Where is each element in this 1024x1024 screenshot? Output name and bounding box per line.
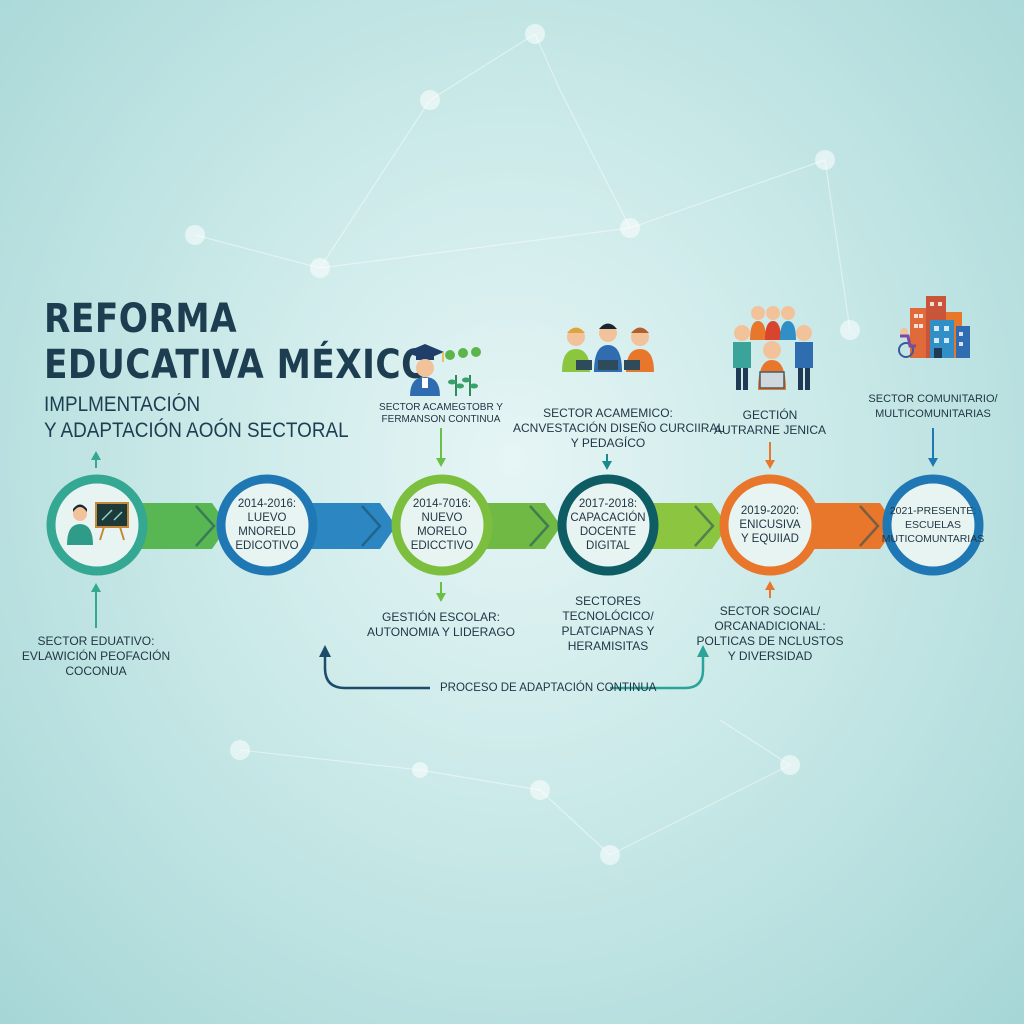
adaptation-loop	[319, 645, 709, 690]
subtitle-line-1: IMPLMENTACIÓN	[44, 393, 201, 416]
node-circle-5	[882, 474, 984, 576]
subtitle-line-2: Y ADAPTACIÓN AOÓN SECTORAL	[44, 419, 349, 442]
node-circle-2	[391, 474, 493, 576]
sector-label-tecnologico: SECTORES TECNOLÓCICO/ PLATCIAPNAS Y HERA…	[561, 594, 655, 653]
sector-label-gestion-escolar: GESTIÓN ESCOLAR: AUTONOMIA Y LIDERAGO	[366, 610, 516, 639]
node-circle-3	[557, 474, 659, 576]
city-buildings-wheelchair-icon	[898, 296, 970, 358]
sector-label-academico-formacion: SECTOR ACAMEGTOBR Y FERMANSON CONTINUA	[379, 402, 503, 425]
page-title: REFORMA EDUCATIVA MÉXICO	[44, 296, 431, 388]
band-chevrons	[195, 505, 880, 547]
group-people-laptop-icon	[733, 306, 813, 390]
connector-arrows	[91, 428, 938, 628]
node-circle-1	[216, 474, 318, 576]
sector-label-comunitario: SECTOR COMUNITARIO/ MULTICOMUNITARIAS	[868, 393, 998, 420]
sector-label-academico: SECTOR ACAMEMICO: ACNVESTACIÓN DISEÑO CU…	[513, 406, 725, 450]
title-line-2: EDUCATIVA MÉXICO	[44, 342, 431, 388]
title-line-1: REFORMA	[44, 296, 238, 342]
sector-label-social: SECTOR SOCIAL/ ORCANADICIONAL: POLTICAS …	[696, 604, 844, 663]
node-circle-4	[719, 474, 821, 576]
sector-label-gestion: GECTIÓN AUTRARNE JENICA	[713, 408, 826, 437]
sector-label-educativo: SECTOR EDUATIVO: EVLAWICIÓN PEOFACIÓN CO…	[21, 634, 171, 678]
adaptation-loop-label: PROCESO DE ADAPTACIÓN CONTINUA	[440, 682, 657, 694]
timeline-nodes	[46, 474, 984, 576]
page-subtitle: IMPLMENTACIÓN Y ADAPTACIÓN AOÓN SECTORAL	[44, 392, 349, 444]
teacher-chalkboard-icon	[67, 502, 129, 545]
graduate-plants-icon	[406, 344, 481, 396]
three-people-laptops-icon	[562, 323, 654, 372]
